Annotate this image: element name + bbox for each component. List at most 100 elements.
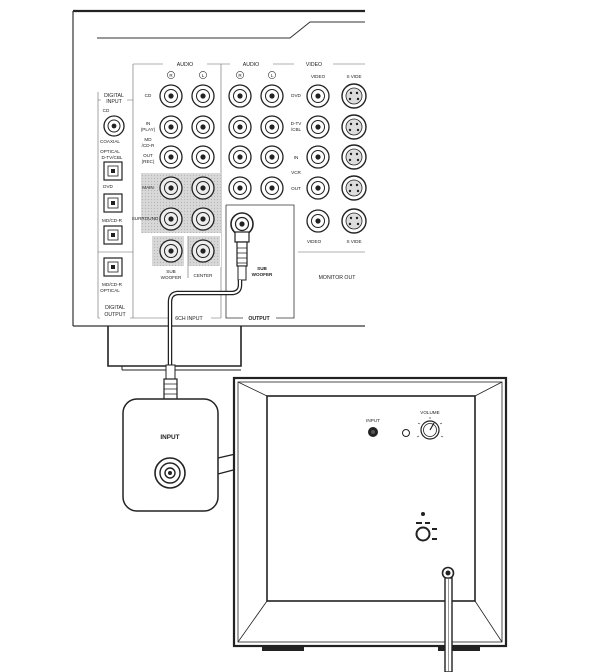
col-video-label: VIDEO (311, 74, 326, 79)
row-in-label: IN (146, 121, 151, 126)
volume-label: VOLUME (420, 410, 439, 415)
monitor-out-label: MONITOR OUT (319, 275, 357, 281)
svg-text:L: L (271, 73, 274, 78)
dig-dvd-label: DVD (103, 184, 113, 189)
jack-video-vcr-in[interactable] (306, 145, 330, 169)
svg-text:L: L (202, 73, 205, 78)
dig-mdcdr2-label: MD/CD-R (102, 282, 123, 287)
jack-vcr-out-r[interactable] (228, 176, 252, 200)
dig-mdcdr-label: MD/CD-R (102, 218, 123, 223)
jack-cd-l[interactable] (191, 84, 215, 108)
svideo-jack-1[interactable] (341, 83, 367, 109)
jack-vcr-in-l[interactable] (260, 145, 284, 169)
center-label: CENTER (194, 273, 214, 278)
rca-cable (163, 231, 250, 416)
row-cdr-label: /CD-R (142, 143, 155, 148)
svideo-jack-4[interactable] (341, 175, 367, 201)
svg-text:R: R (238, 73, 242, 78)
optical-jack-1[interactable] (103, 161, 123, 181)
sub-input-jack[interactable] (368, 427, 378, 437)
optical-jack-2[interactable] (103, 193, 123, 213)
jack-play-r[interactable] (159, 115, 183, 139)
jack-video-vcr-out[interactable] (306, 176, 330, 200)
row-play-label: (PLAY) (141, 127, 156, 132)
svideo-jack-2[interactable] (341, 114, 367, 140)
jack-video-dvd[interactable] (306, 84, 330, 108)
output-out-label: OUTPUT (104, 312, 126, 318)
video-header: VIDEO (306, 62, 322, 68)
svg-text:R: R (169, 73, 173, 78)
jack-vcr-in-r[interactable] (228, 145, 252, 169)
jack-surround-r[interactable] (159, 207, 183, 231)
callout-input-jack[interactable] (154, 457, 186, 489)
vid-vcr-label: VCR (291, 170, 301, 175)
power-indicator-icon (402, 429, 410, 437)
jack-dvd-r[interactable] (228, 84, 252, 108)
audio-header-left: AUDIO (177, 62, 193, 68)
channel-marker-r2: R (236, 71, 244, 79)
subwoofer-rear: INPUT VOLUME (232, 376, 508, 672)
input-label: INPUT (106, 99, 122, 105)
output-section: OUTPUT SUB WOOFER (225, 204, 295, 322)
audio-jacks-middle (228, 84, 284, 200)
jack-video-dtv[interactable] (306, 115, 330, 139)
vid-in-label: IN (294, 155, 299, 160)
audio-header-middle: AUDIO (243, 62, 259, 68)
svideo-jack-3[interactable] (341, 144, 367, 170)
power-switch[interactable] (415, 512, 437, 542)
sub-label-1: SUB (166, 269, 175, 274)
vid-svideo-label: S VIDE (346, 239, 361, 244)
jack-surround-l[interactable] (191, 207, 215, 231)
svideo-jack-5[interactable] (341, 208, 367, 234)
woofer-label-1: WOOFER (161, 275, 182, 280)
row-cd-label: CD (145, 93, 152, 98)
callout-input-label: INPUT (160, 434, 179, 441)
channel-marker-r1: R (167, 71, 175, 79)
row-out-label: OUT (143, 153, 153, 158)
col-svideo-label: S VIDE (346, 74, 361, 79)
output-label: OUTPUT (248, 316, 270, 322)
jack-6ch-subwoofer[interactable] (159, 239, 183, 263)
jack-main-l[interactable] (191, 176, 215, 200)
optical-output-jack[interactable] (103, 257, 123, 277)
jack-play-l[interactable] (191, 115, 215, 139)
volume-knob[interactable] (416, 417, 444, 440)
jack-vcr-out-l[interactable] (260, 176, 284, 200)
dig-optical2-label: OPTICAL (100, 288, 120, 293)
coaxial-jack[interactable] (103, 115, 125, 137)
audio-jacks-left (159, 84, 215, 169)
vid-out-label: OUT (291, 186, 301, 191)
six-channel-input-section: MAIN SURROUND SUB WOOFER CENTER 6CH INPU… (132, 173, 221, 322)
digital-label: DIGITAL (104, 93, 124, 99)
jack-main-r[interactable] (159, 176, 183, 200)
vid-dvd-label: DVD (291, 93, 301, 98)
jack-dtv-l[interactable] (260, 115, 284, 139)
dig-cd-label: CD (103, 108, 110, 113)
digital-input-section: DIGITAL INPUT CD COAXIAL OPTICAL D-TV/CB… (98, 93, 133, 319)
jack-dtv-r[interactable] (228, 115, 252, 139)
woofer-out-label: WOOFER (252, 272, 273, 277)
input-callout: INPUT (122, 398, 364, 512)
jack-video-monitor[interactable] (306, 209, 330, 233)
optical-jack-3[interactable] (103, 225, 123, 245)
sub-input-small-label: INPUT (366, 418, 380, 423)
power-cord (441, 566, 455, 672)
row-main-label: MAIN (142, 185, 153, 190)
jack-6ch-center[interactable] (191, 239, 215, 263)
optical-label: OPTICAL (100, 149, 120, 154)
sub-out-label: SUB (257, 266, 267, 271)
coaxial-label: COAXIAL (100, 139, 120, 144)
jack-rec-r[interactable] (159, 145, 183, 169)
row-surround-label: SURROUND (132, 216, 159, 221)
channel-marker-l1: L (199, 71, 207, 79)
vid-cbl-label: /CBL (291, 127, 302, 132)
six-ch-input-label: 6CH INPUT (175, 316, 203, 322)
jack-cd-r[interactable] (159, 84, 183, 108)
channel-marker-l2: L (268, 71, 276, 79)
jack-dvd-l[interactable] (260, 84, 284, 108)
jack-rec-l[interactable] (191, 145, 215, 169)
row-rec-label: (REC) (142, 159, 155, 164)
optical-dtv-label: D-TV/CBL (102, 155, 123, 160)
